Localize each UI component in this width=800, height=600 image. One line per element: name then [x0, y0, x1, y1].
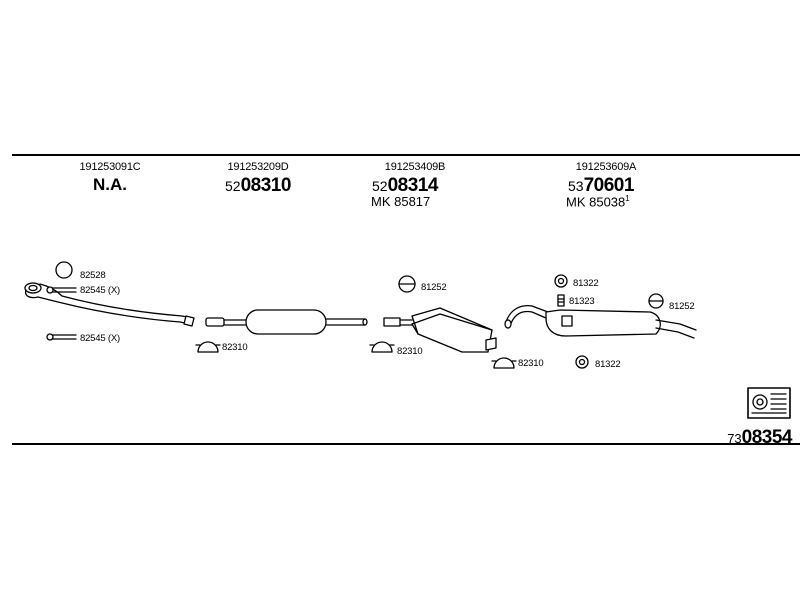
u-bolt-clamp-icon [491, 357, 517, 369]
middle-pipe-drawing [205, 309, 368, 335]
label-81323: 81323 [569, 296, 595, 307]
rubber-hanger-icon [554, 274, 568, 288]
oe-number-rear-muffler: 191253609A [575, 161, 637, 173]
sealing-ring-icon [55, 261, 73, 279]
label-82545-top: 82545 (X) [80, 285, 120, 296]
part-main: 08310 [240, 175, 292, 196]
label-81252-b: 81252 [669, 301, 695, 312]
part-number-center-muffler: 5208314 [372, 175, 438, 197]
bottom-divider [12, 443, 800, 445]
rubber-hanger-icon [575, 355, 589, 369]
part-prefix: 53 [568, 178, 584, 194]
oe-number-front-pipe: 191253091C [79, 161, 141, 173]
part-main: 70601 [583, 175, 635, 196]
top-divider [12, 154, 800, 156]
u-bolt-clamp-icon [195, 341, 221, 353]
not-available-label: N.A. [93, 175, 127, 194]
rubber-hanger-icon [398, 275, 416, 293]
label-82310-b: 82310 [397, 346, 423, 357]
label-82545-bottom: 82545 (X) [80, 333, 120, 344]
rear-muffler-drawing [504, 304, 697, 339]
mk-kit-center-muffler: MK 85817 [371, 194, 431, 209]
rubber-hanger-icon [648, 293, 664, 309]
label-82310-a: 82310 [222, 342, 248, 353]
pipe-clamp-icon [46, 286, 77, 294]
catalog-prefix: 73 [727, 431, 742, 446]
part-prefix: 52 [225, 178, 241, 194]
part-prefix: 52 [372, 178, 388, 194]
label-82528: 82528 [80, 270, 106, 281]
oe-number-middle-pipe: 191253209D [227, 161, 289, 173]
mk-kit-rear-muffler: MK 850381 [566, 194, 630, 209]
catalog-main: 08354 [741, 427, 793, 448]
mk-kit-label: MK 85038 [566, 194, 626, 210]
manual-book-icon [747, 387, 791, 419]
part-number-rear-muffler: 5370601 [568, 175, 634, 197]
mk-footnote: 1 [625, 194, 630, 203]
part-number-middle-pipe: 5208310 [225, 175, 291, 197]
oe-number-center-muffler: 191253409B [384, 161, 446, 173]
bolt-icon [557, 294, 565, 307]
catalog-number: 7308354 [727, 427, 792, 449]
label-82310-c: 82310 [518, 358, 544, 369]
center-muffler-drawing [383, 307, 497, 353]
front-pipe-drawing [24, 282, 195, 327]
label-81322-top: 81322 [573, 278, 599, 289]
u-bolt-clamp-icon [369, 341, 395, 353]
label-81322-bottom: 81322 [595, 359, 621, 370]
part-main: 08314 [387, 175, 439, 196]
label-81252-a: 81252 [421, 282, 447, 293]
pipe-clamp-icon [46, 333, 77, 341]
